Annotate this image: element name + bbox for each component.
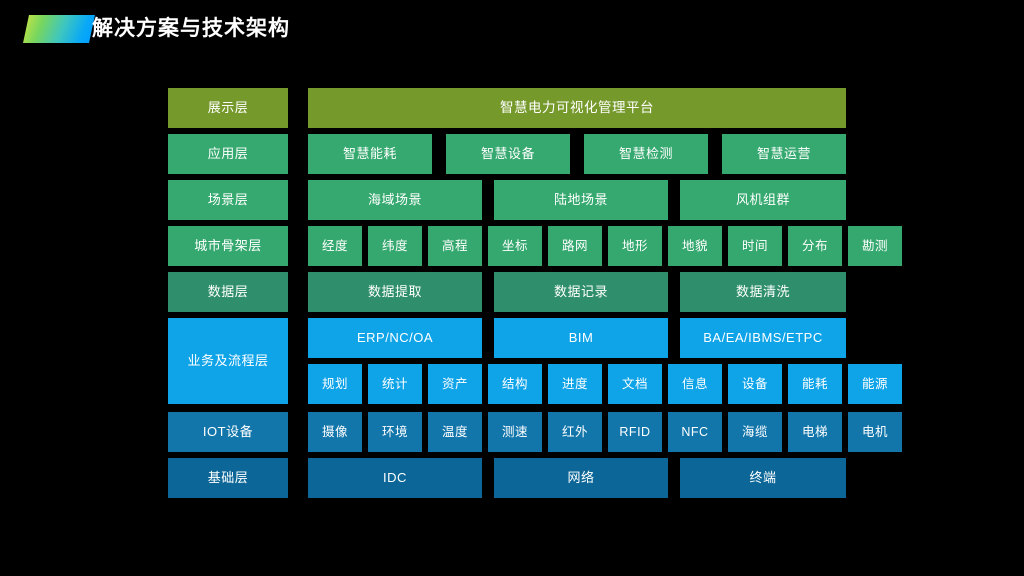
layer-row-scene: 场景层 海域场景 陆地场景 风机组群 (168, 180, 846, 220)
layer-label-iot: IOT设备 (168, 412, 288, 452)
layer-row-city-skeleton: 城市骨架层 经度 纬度 高程 坐标 路网 地形 地貌 时间 分布 勘测 (168, 226, 902, 266)
layer-item-business-bottom-2[interactable]: 资产 (428, 364, 482, 404)
layer-item-iot-6[interactable]: NFC (668, 412, 722, 452)
layer-item-city-skeleton-2[interactable]: 高程 (428, 226, 482, 266)
layer-item-infrastructure-1[interactable]: 网络 (494, 458, 668, 498)
layer-item-infrastructure-2[interactable]: 终端 (680, 458, 846, 498)
layer-row-infrastructure: 基础层 IDC 网络 终端 (168, 458, 846, 498)
layer-item-city-skeleton-0[interactable]: 经度 (308, 226, 362, 266)
layer-item-business-top-2[interactable]: BA/EA/IBMS/ETPC (680, 318, 846, 358)
slide-header: 解决方案与技术架构 (0, 0, 1024, 62)
layer-item-scene-1[interactable]: 陆地场景 (494, 180, 668, 220)
layer-item-application-3[interactable]: 智慧运营 (722, 134, 846, 174)
layer-item-city-skeleton-7[interactable]: 时间 (728, 226, 782, 266)
layer-item-iot-8[interactable]: 电梯 (788, 412, 842, 452)
layer-item-business-bottom-7[interactable]: 设备 (728, 364, 782, 404)
gradient-parallelogram-icon (23, 15, 95, 43)
layer-item-iot-9[interactable]: 电机 (848, 412, 902, 452)
layer-label-application: 应用层 (168, 134, 288, 174)
layer-item-city-skeleton-3[interactable]: 坐标 (488, 226, 542, 266)
layer-label-city-skeleton: 城市骨架层 (168, 226, 288, 266)
layer-row-iot: IOT设备 摄像 环境 温度 测速 红外 RFID NFC 海缆 电梯 电机 (168, 412, 902, 452)
layer-item-iot-2[interactable]: 温度 (428, 412, 482, 452)
layer-row-presentation: 展示层 智慧电力可视化管理平台 (168, 88, 846, 128)
layer-item-application-1[interactable]: 智慧设备 (446, 134, 570, 174)
layer-item-iot-0[interactable]: 摄像 (308, 412, 362, 452)
layer-item-city-skeleton-4[interactable]: 路网 (548, 226, 602, 266)
layer-label-business-process: 业务及流程层 (168, 318, 288, 404)
layer-item-city-skeleton-9[interactable]: 勘测 (848, 226, 902, 266)
page-title: 解决方案与技术架构 (92, 17, 290, 40)
layer-item-iot-5[interactable]: RFID (608, 412, 662, 452)
layer-item-city-skeleton-6[interactable]: 地貌 (668, 226, 722, 266)
layer-item-business-bottom-1[interactable]: 统计 (368, 364, 422, 404)
layer-item-data-0[interactable]: 数据提取 (308, 272, 482, 312)
layer-item-iot-7[interactable]: 海缆 (728, 412, 782, 452)
layer-item-data-2[interactable]: 数据清洗 (680, 272, 846, 312)
layer-label-data: 数据层 (168, 272, 288, 312)
layer-item-business-top-0[interactable]: ERP/NC/OA (308, 318, 482, 358)
layer-item-business-bottom-5[interactable]: 文档 (608, 364, 662, 404)
layer-label-presentation: 展示层 (168, 88, 288, 128)
layer-item-scene-2[interactable]: 风机组群 (680, 180, 846, 220)
layer-item-business-bottom-8[interactable]: 能耗 (788, 364, 842, 404)
layer-item-data-1[interactable]: 数据记录 (494, 272, 668, 312)
layer-item-scene-0[interactable]: 海域场景 (308, 180, 482, 220)
architecture-diagram: 展示层 智慧电力可视化管理平台 应用层 智慧能耗 智慧设备 智慧检测 智慧运营 … (168, 88, 902, 500)
layer-item-business-top-1[interactable]: BIM (494, 318, 668, 358)
layer-label-scene: 场景层 (168, 180, 288, 220)
layer-item-business-bottom-6[interactable]: 信息 (668, 364, 722, 404)
layer-item-business-bottom-4[interactable]: 进度 (548, 364, 602, 404)
layer-item-iot-3[interactable]: 测速 (488, 412, 542, 452)
layer-item-business-bottom-0[interactable]: 规划 (308, 364, 362, 404)
layer-row-application: 应用层 智慧能耗 智慧设备 智慧检测 智慧运营 (168, 134, 846, 174)
layer-row-business-process: 业务及流程层 ERP/NC/OA BIM BA/EA/IBMS/ETPC 规划 … (168, 318, 902, 404)
layer-item-business-bottom-3[interactable]: 结构 (488, 364, 542, 404)
layer-label-infrastructure: 基础层 (168, 458, 288, 498)
layer-item-city-skeleton-1[interactable]: 纬度 (368, 226, 422, 266)
layer-item-presentation-0[interactable]: 智慧电力可视化管理平台 (308, 88, 846, 128)
layer-item-city-skeleton-5[interactable]: 地形 (608, 226, 662, 266)
layer-item-business-bottom-9[interactable]: 能源 (848, 364, 902, 404)
layer-item-iot-1[interactable]: 环境 (368, 412, 422, 452)
layer-item-city-skeleton-8[interactable]: 分布 (788, 226, 842, 266)
layer-item-application-2[interactable]: 智慧检测 (584, 134, 708, 174)
layer-item-iot-4[interactable]: 红外 (548, 412, 602, 452)
layer-item-infrastructure-0[interactable]: IDC (308, 458, 482, 498)
layer-item-application-0[interactable]: 智慧能耗 (308, 134, 432, 174)
layer-row-data: 数据层 数据提取 数据记录 数据清洗 (168, 272, 846, 312)
